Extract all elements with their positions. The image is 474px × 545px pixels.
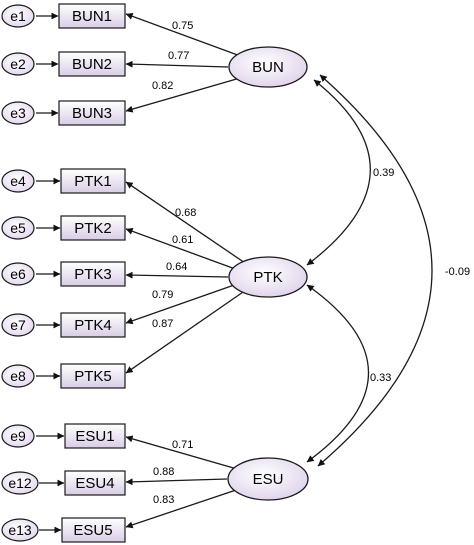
error-e12: e12 (1, 471, 39, 495)
indicator-esu4: ESU4 (64, 470, 126, 496)
loading-label-ptk3: 0.64 (166, 261, 187, 273)
loading-label-esu4: 0.88 (153, 466, 174, 478)
error-e7: e7 (1, 313, 35, 337)
loading-label-ptk2: 0.61 (172, 234, 193, 246)
path-esu-esu4 (125, 478, 228, 486)
loading-label-esu5: 0.83 (153, 494, 174, 506)
indicator-ptk3: PTK3 (60, 261, 126, 287)
latent-label-bun: BUN (252, 59, 284, 76)
indicator-label-bun1: BUN1 (72, 8, 112, 25)
indicator-label-ptk5: PTK5 (74, 368, 112, 385)
error-label-e4: e4 (10, 173, 26, 189)
path-bun-bun3 (125, 77, 241, 113)
covariance-label-bun-ptk: 0.39 (373, 167, 394, 179)
path-bun-bun1 (125, 13, 244, 58)
indicator-label-esu1: ESU1 (75, 428, 114, 445)
indicator-label-esu5: ESU5 (73, 522, 112, 539)
indicator-label-bun3: BUN3 (72, 105, 112, 122)
loading-label-bun3: 0.82 (152, 80, 173, 92)
path-ptk-ptk5 (125, 289, 247, 374)
path-ptk-ptk2 (125, 227, 239, 271)
path-ptk-ptk4 (125, 283, 238, 325)
indicator-ptk5: PTK5 (60, 363, 126, 389)
error-e9: e9 (1, 424, 35, 448)
indicator-ptk1: PTK1 (60, 168, 126, 194)
error-label-e5: e5 (10, 220, 26, 236)
indicator-esu5: ESU5 (61, 517, 126, 543)
indicator-bun2: BUN2 (58, 51, 126, 77)
path-ptk-ptk3 (125, 271, 229, 279)
latent-ptk: PTK (228, 256, 308, 298)
path-bun-bun2 (125, 60, 229, 68)
loading-label-bun2: 0.77 (168, 50, 189, 62)
error-e4: e4 (1, 169, 35, 193)
latent-bun: BUN (228, 46, 308, 88)
error-e13: e13 (1, 518, 39, 542)
loading-label-esu1: 0.71 (172, 439, 193, 451)
indicator-label-ptk4: PTK4 (74, 317, 112, 334)
indicator-ptk4: PTK4 (60, 312, 126, 338)
error-label-e13: e13 (8, 522, 32, 538)
latent-label-ptk: PTK (253, 269, 282, 286)
indicator-label-esu4: ESU4 (75, 475, 114, 492)
indicator-ptk2: PTK2 (60, 215, 126, 241)
error-label-e7: e7 (10, 317, 26, 333)
error-label-e2: e2 (10, 56, 26, 72)
covariance-label-bun-esu: -0.09 (445, 266, 470, 278)
path-ptk-ptk1 (125, 181, 249, 266)
error-e5: e5 (1, 216, 35, 240)
error-e1: e1 (1, 4, 35, 28)
latent-esu: ESU (227, 457, 309, 501)
error-label-e6: e6 (10, 266, 26, 282)
loading-label-ptk4: 0.79 (152, 289, 173, 301)
path-esu-esu1 (125, 435, 238, 470)
error-e6: e6 (1, 262, 35, 286)
error-e3: e3 (1, 101, 35, 125)
error-label-e9: e9 (10, 428, 26, 444)
latent-label-esu: ESU (253, 471, 284, 488)
error-label-e8: e8 (10, 368, 26, 384)
indicator-label-ptk2: PTK2 (74, 220, 112, 237)
indicator-label-bun2: BUN2 (72, 56, 112, 73)
covariance-label-ptk-esu: 0.33 (370, 372, 391, 384)
covariance-arc-bun-ptk (306, 79, 371, 266)
loading-label-ptk5: 0.87 (152, 318, 173, 330)
indicator-label-ptk3: PTK3 (74, 266, 112, 283)
path-esu-esu5 (125, 488, 240, 529)
loading-label-bun1: 0.75 (172, 20, 193, 32)
error-label-e12: e12 (8, 475, 32, 491)
error-e2: e2 (1, 52, 35, 76)
covariance-arc-bun-esu (317, 74, 433, 467)
covariance-arc-ptk-esu (306, 284, 369, 463)
error-label-e1: e1 (10, 8, 26, 24)
indicator-esu1: ESU1 (64, 423, 126, 449)
indicator-bun3: BUN3 (58, 100, 126, 126)
loading-label-ptk1: 0.68 (175, 207, 196, 219)
error-e8: e8 (1, 364, 35, 388)
indicator-bun1: BUN1 (58, 3, 126, 29)
indicator-label-ptk1: PTK1 (74, 173, 112, 190)
error-label-e3: e3 (10, 105, 26, 121)
